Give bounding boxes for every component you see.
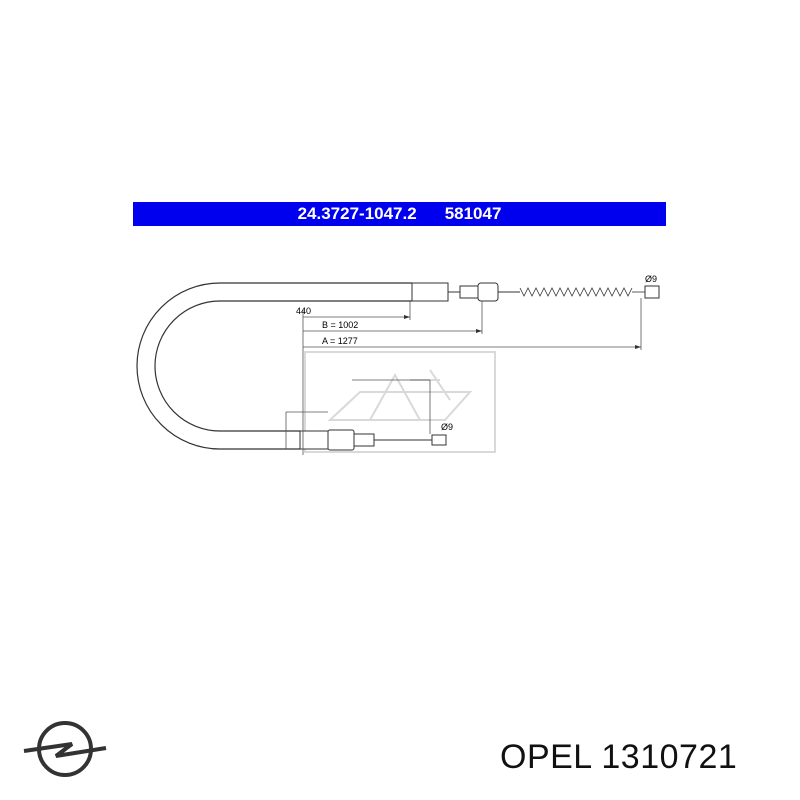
part-number: 24.3727-1047.2 xyxy=(297,204,417,223)
dimension-arrows xyxy=(404,315,641,349)
upper-end-fitting xyxy=(644,285,660,299)
dimension-440-label: 440 xyxy=(296,306,311,316)
dimension-a-label: A = 1277 xyxy=(322,336,358,346)
diameter-right-label: Ø9 xyxy=(645,274,657,284)
dimension-b-label: B = 1002 xyxy=(322,320,358,330)
lower-cable-end xyxy=(299,429,447,451)
diameter-lower-label: Ø9 xyxy=(441,422,453,432)
part-header-bar: 24.3727-1047.2 581047 xyxy=(133,202,666,226)
reference-number: 581047 xyxy=(444,204,502,223)
cable-sheath xyxy=(136,282,412,450)
dimension-lines xyxy=(285,298,642,455)
upper-cable-end xyxy=(411,282,520,302)
opel-logo-icon xyxy=(23,721,107,777)
brand-part-label: OPEL 1310721 xyxy=(500,738,738,776)
spring-coil xyxy=(519,287,645,297)
